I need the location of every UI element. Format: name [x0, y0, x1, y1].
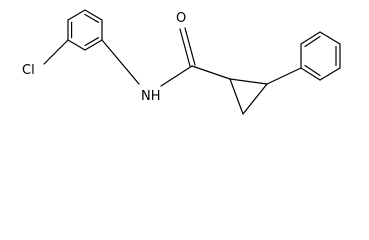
nh-label: NH: [141, 89, 161, 104]
chlorophenyl-ring: [67, 9, 103, 51]
molecule-canvas: Cl NH O: [22, 9, 341, 115]
n-carbonyl-bond: [160, 65, 193, 87]
oxygen-label: O: [176, 11, 186, 26]
phenyl-ring: [300, 31, 341, 81]
aryl-n-bond: [101, 39, 140, 85]
carbonyl-double-bond-a: [179, 28, 191, 67]
c-cl-bond: [43, 39, 69, 65]
structure-diagram: Cl NH O: [22, 9, 341, 115]
cyclopropane-ring: [191, 65, 268, 115]
cyclopropyl-phenyl-bond: [266, 67, 302, 85]
carbonyl-double-bond-b: [184, 27, 196, 66]
chlorine-label: Cl: [22, 63, 35, 78]
